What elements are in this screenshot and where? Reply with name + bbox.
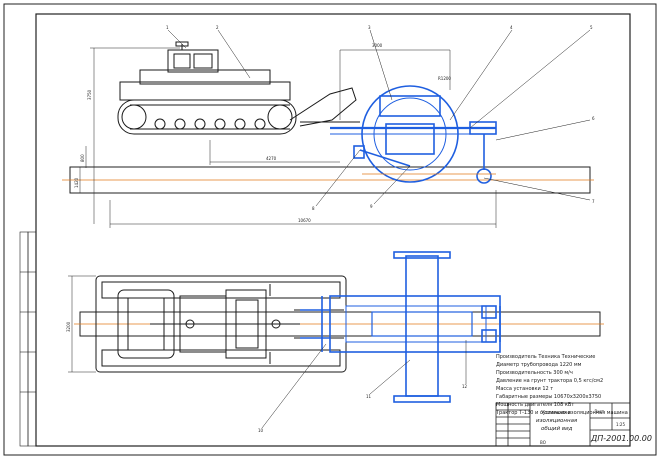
note-line-8: Трактор Т-130 и сушильно-изоляционная ма… — [495, 410, 628, 416]
outer-frame — [3, 3, 657, 456]
note-line-6: Габаритные размеры 10670х3200х3750 — [496, 394, 601, 400]
dim-ground-gap: 800 — [80, 154, 85, 162]
title-name-3: общий вид — [541, 426, 573, 432]
side-view: 3750 3000 4270 10670 R1200 800 1420 1 2 … — [62, 25, 595, 228]
part-label-10: 10 — [258, 428, 264, 433]
dim-top-width: 3000 — [372, 43, 383, 48]
dim-height: 3750 — [87, 89, 92, 100]
title-block — [495, 402, 631, 447]
plan-view: 3200 10 11 12 — [66, 251, 604, 433]
part-label-4: 4 — [510, 25, 513, 30]
note-line-2: Диаметр трубопровода 1220 мм — [496, 362, 582, 368]
note-line-4: Давление на грунт трактора 0,5 кгс/см2 — [496, 378, 603, 384]
inner-frame — [35, 13, 631, 447]
title-sheet-label: Лист — [594, 409, 605, 414]
title-name-1: Установка — [541, 410, 571, 416]
part-label-11: 11 — [366, 394, 372, 399]
side-leaders — [167, 29, 591, 207]
coating-unit-plan — [300, 251, 501, 403]
part-label-9: 9 — [370, 204, 373, 209]
dim-pipe-dia: 1420 — [74, 177, 79, 188]
part-label-12: 12 — [462, 384, 468, 389]
part-label-5: 5 — [590, 25, 593, 30]
title-doc-code: ДП-2001.00.00 — [590, 434, 652, 443]
title-org: ВО — [540, 440, 546, 445]
note-line-1: Производитель Техника Технические — [496, 354, 595, 360]
plan-dimensions — [68, 275, 96, 373]
part-label-1: 1 — [166, 25, 169, 30]
dim-radius: R1200 — [438, 76, 451, 81]
side-dimensions — [79, 47, 497, 228]
part-label-8: 8 — [312, 206, 315, 211]
note-line-3: Производительность 300 м/ч — [496, 370, 573, 376]
note-line-5: Масса установки 12 т — [496, 386, 553, 392]
part-label-6: 6 — [592, 116, 595, 121]
note-line-7: Мощность двигателя 108 кВт — [496, 402, 574, 408]
tractor-side — [117, 41, 360, 135]
part-label-3: 3 — [368, 25, 371, 30]
part-label-2: 2 — [216, 25, 219, 30]
dim-overall-length: 10670 — [298, 218, 311, 223]
part-label-7: 7 — [592, 199, 595, 204]
title-name-2: изоляционная — [536, 418, 578, 424]
dim-plan-width: 3200 — [66, 321, 71, 332]
coating-unit-side — [330, 85, 497, 184]
left-margin-stamp — [19, 231, 37, 447]
dim-track-base: 4270 — [266, 156, 277, 161]
title-scale: 1:25 — [616, 422, 625, 427]
technical-notes: Производитель Техника Технические Диамет… — [495, 354, 628, 416]
plan-leaders — [261, 340, 467, 429]
